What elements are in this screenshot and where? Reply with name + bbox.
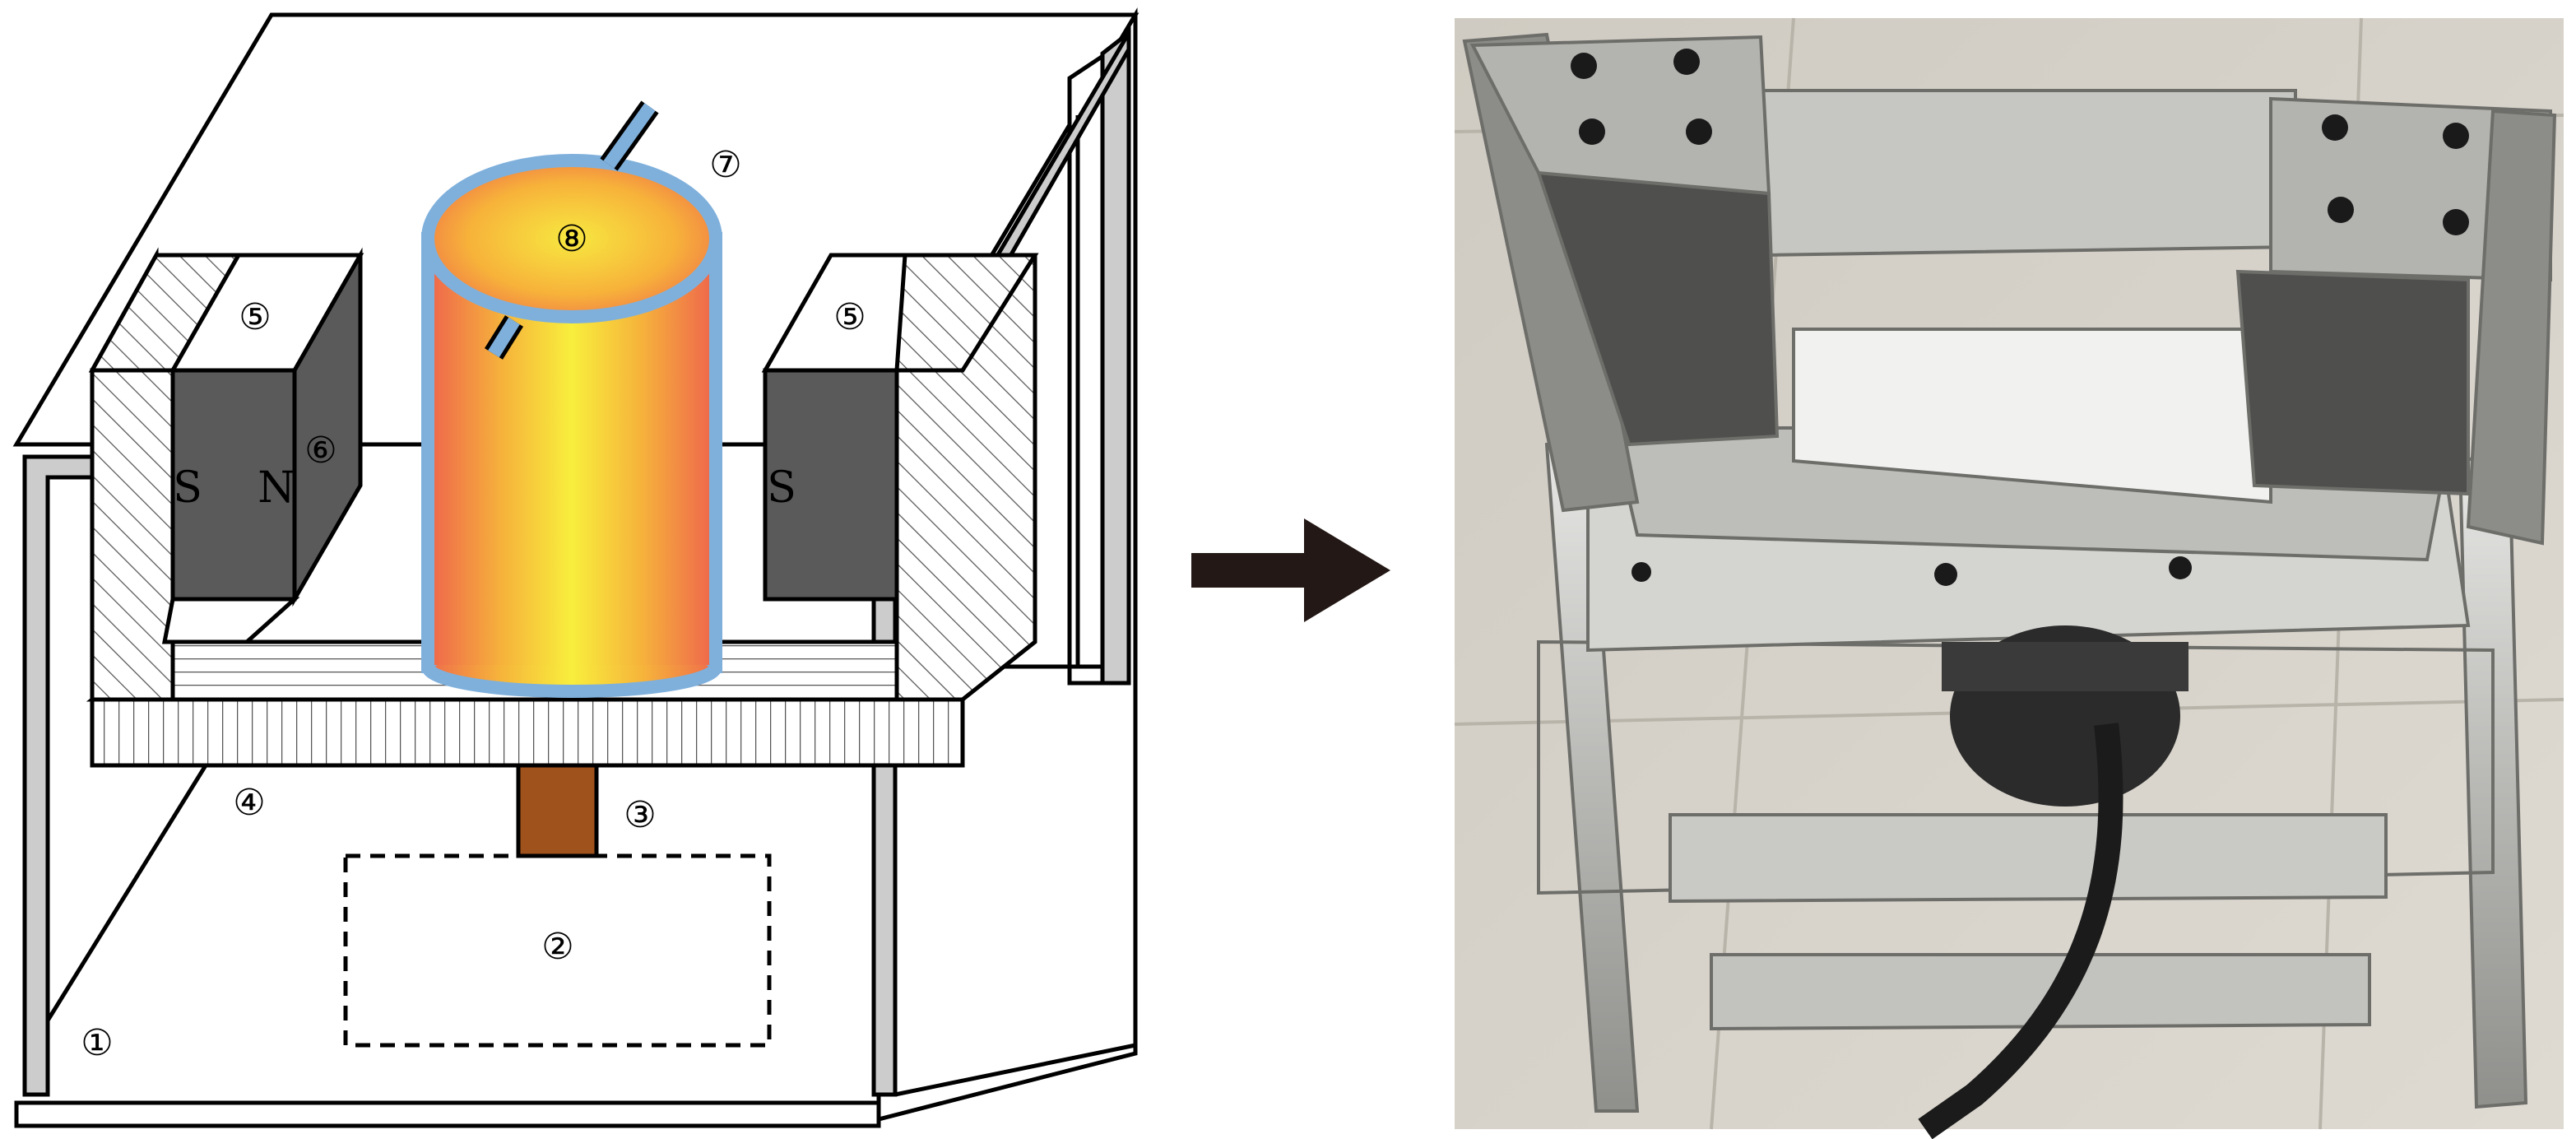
- yoke-back-rail: [1759, 89, 2297, 258]
- bolt-icon: [2443, 123, 2469, 149]
- glass-tube-chamber: [1792, 328, 2272, 504]
- right-pillar-side: [2466, 109, 2557, 546]
- label-4: ④: [233, 782, 265, 824]
- bolt-icon: [2169, 556, 2192, 579]
- magnet-yoke-assembly: [1462, 32, 2557, 562]
- wire-top-fill: [603, 103, 656, 169]
- bolt-icon: [1579, 119, 1605, 145]
- motor-collar: [1942, 642, 2188, 691]
- arrow-head-icon: [1304, 518, 1390, 622]
- wire-bottom-fill: [488, 317, 520, 358]
- actuator-box: [343, 853, 772, 1048]
- schematic-diagram: [12, 7, 1139, 1128]
- left-yoke-arm-front: [90, 368, 175, 702]
- motor: [1918, 625, 2188, 1139]
- label-8: ⑧: [555, 218, 587, 260]
- label-3: ③: [624, 794, 656, 836]
- left-pillar-side: [1462, 32, 1640, 513]
- motor-cable: [1918, 723, 2123, 1139]
- yoke-base: [90, 697, 965, 768]
- bolt-icon: [1686, 119, 1712, 145]
- bolt-icon: [2443, 209, 2469, 235]
- pole-left-n: N: [258, 463, 295, 513]
- schematic-labels: ① ② ③ ④ ⑤ ⑤ ⑥ ⑦ ⑧ S N S: [81, 144, 866, 1064]
- arrow-shaft: [1191, 553, 1311, 588]
- stand-lower-shelf: [1669, 813, 2388, 904]
- floor-diagonal-right: [894, 1043, 1136, 1097]
- right-pillar-front: [2235, 269, 2470, 496]
- bolt-icon: [1571, 53, 1597, 79]
- bolt-icon: [2322, 114, 2348, 141]
- left-magnet-side: [292, 247, 363, 607]
- box-floor: [14, 1100, 881, 1128]
- tube-top: [421, 154, 722, 323]
- pole-right-s: S: [767, 463, 796, 513]
- left-magnet-bottom: [161, 597, 300, 644]
- label-6: ⑥: [304, 430, 337, 472]
- right-magnet-front: [763, 368, 899, 602]
- transition-arrow: [1191, 518, 1390, 622]
- device-photo: [1454, 17, 2564, 1139]
- label-1: ①: [81, 1022, 113, 1064]
- stand-bottom-rail: [1710, 953, 2371, 1031]
- floor-diagonal: [45, 764, 208, 1022]
- bolts: [1571, 49, 2469, 586]
- back-wall-strip: [1100, 28, 1131, 686]
- label-7: ⑦: [709, 144, 741, 186]
- label-5-left: ⑤: [239, 296, 271, 338]
- bolt-icon: [1673, 49, 1700, 75]
- bolt-icon: [1934, 563, 1957, 586]
- left-pillar-top: [1469, 35, 1771, 196]
- bolt-icon: [2328, 197, 2354, 223]
- label-5-right: ⑤: [833, 296, 866, 338]
- bolt-icon: [1631, 562, 1651, 582]
- pole-left-s: S: [173, 463, 202, 513]
- label-2: ②: [541, 926, 573, 968]
- connecting-rod: [516, 763, 599, 858]
